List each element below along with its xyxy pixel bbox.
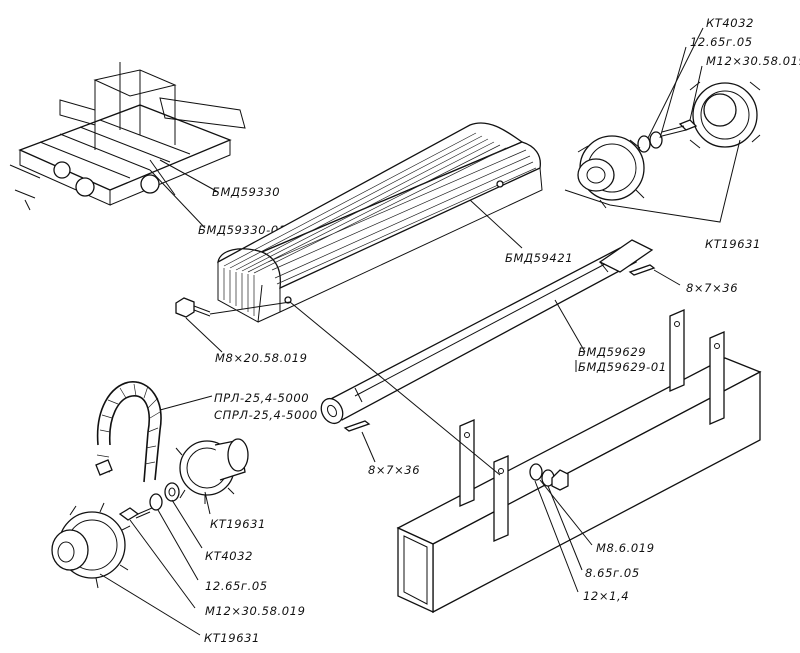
label-washer-bot: 12.65г.05	[205, 579, 268, 593]
frame-leader-2	[149, 169, 206, 229]
key-left	[343, 420, 371, 432]
nut-leader	[539, 479, 593, 546]
label-bolt-m8-top: М8×20.58.019	[215, 351, 308, 365]
key-left-leader	[361, 431, 376, 463]
chain-drawing	[95, 381, 162, 483]
cover-leader	[469, 199, 523, 249]
label-sprocket-mid: КТ19631	[210, 517, 266, 531]
bolt-m12-bot-leader	[129, 519, 196, 609]
label-washer-12: 12×1,4	[583, 589, 629, 603]
sprocket-top-mirror	[577, 135, 645, 209]
frame-leader-1	[159, 159, 219, 193]
label-washer-top: 12.65г.05	[690, 35, 753, 49]
kt4032-bot-leader	[171, 499, 203, 549]
cover-drawing	[217, 122, 543, 323]
label-chain-1: ПРЛ-25,4-5000	[214, 391, 309, 405]
key-right-leader	[653, 269, 681, 286]
label-kt4032-bot: КТ4032	[205, 549, 253, 563]
beam-fasteners	[529, 463, 569, 491]
shaft-center-axis	[289, 301, 501, 476]
bolt-m12-top	[661, 119, 698, 137]
sprocket-bot-leader	[99, 573, 201, 636]
bolt-m8-axis	[209, 301, 291, 315]
label-frame-2: БМД59330-01	[198, 223, 287, 237]
label-pin-left: 8×7×36	[368, 463, 420, 477]
label-sprocket-bot: КТ19631	[204, 631, 260, 645]
label-chain-2: СПРЛ-25,4-5000	[214, 408, 318, 422]
machine-frame-drawing	[9, 62, 246, 211]
label-washer-m8: 8.65г.05	[585, 566, 640, 580]
beam-drawing	[396, 309, 762, 614]
washer-m8-leader	[547, 485, 583, 571]
washer-bot	[149, 482, 180, 511]
washer-bot-leader	[157, 509, 199, 581]
label-kt4032-top: КТ4032	[706, 16, 754, 30]
washer-12-leader	[534, 480, 579, 593]
bolt-m8-leader	[185, 317, 223, 353]
bolt-m12-top-leader	[689, 65, 703, 121]
key-right	[628, 264, 656, 276]
chain-leader	[159, 395, 213, 411]
sprocket-mid-drawing	[175, 438, 249, 504]
label-shaft-1: БМД59629	[578, 345, 646, 359]
bolt-m12-bot	[118, 507, 153, 521]
shaft-drawing	[320, 239, 654, 425]
washer-top	[637, 131, 663, 153]
label-bolt-m12-top: М12×30.58.019	[706, 54, 800, 68]
label-frame-1: БМД59330	[212, 185, 280, 199]
sprocket-bot-drawing	[51, 502, 131, 589]
label-cover: БМД59421	[505, 251, 573, 265]
sprocket-top-drawing	[689, 81, 761, 149]
shaft-leader	[554, 299, 586, 353]
sprocket-top-bracket	[564, 139, 741, 223]
label-sprocket-top: КТ19631	[705, 237, 761, 251]
label-bolt-m12-bot: М12×30.58.019	[205, 604, 306, 618]
washer-top-leader	[659, 46, 687, 139]
label-shaft-2: БМД59629-01	[578, 360, 667, 374]
label-pin-right: 8×7×36	[686, 281, 738, 295]
bolt-m8-top	[175, 297, 211, 318]
label-nut-m8: М8.6.019	[596, 541, 655, 555]
sprocket-mid-leader	[204, 491, 211, 515]
